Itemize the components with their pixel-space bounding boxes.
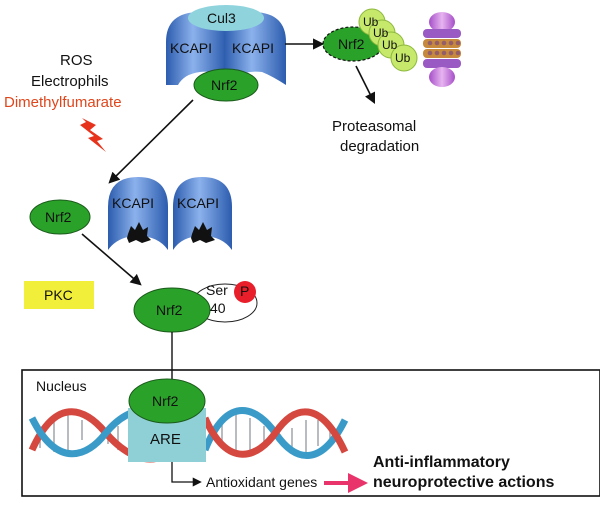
kcapi-released-right-shape: [173, 177, 232, 250]
ros-label: ROS: [60, 52, 93, 69]
arrow-to-degradation: [355, 65, 376, 105]
arrow-to-phosphorylation: [81, 233, 142, 286]
are-label: ARE: [150, 431, 181, 448]
cul3-cap: [188, 5, 264, 31]
modified-cysteine-right-icon: [191, 222, 215, 243]
ub-label-2: Ub: [373, 26, 389, 40]
pkc-box: [24, 281, 94, 309]
kcapi-right-shape: [224, 12, 286, 85]
cul3-label: Cul3: [207, 10, 236, 26]
phospho-circle: [234, 281, 256, 303]
proteasome-icon: [423, 12, 461, 87]
pkc-label: PKC: [44, 287, 73, 303]
kcapi-released-left-label: KCAPI: [112, 195, 155, 211]
modified-cysteine-left-icon: [127, 222, 151, 243]
nrf2-free-label: Nrf2: [45, 209, 72, 225]
nucleus-title: Nucleus: [36, 378, 87, 394]
degradation-label: degradation: [340, 138, 420, 155]
ub-circle-4: [390, 44, 418, 72]
stress-bolt-icon: [80, 118, 106, 152]
outcome-line2: neuroprotective actions: [373, 474, 555, 491]
nrf2-nuclear-label: Nrf2: [152, 393, 179, 409]
electrophiles-label: Electrophils: [31, 73, 109, 90]
dimethylfumarate-label: Dimethylfumarate: [4, 94, 122, 111]
ub-label-3: Ub: [382, 38, 398, 52]
ser-number-label: 40: [210, 300, 226, 316]
outcome-line1: Anti-inflammatory: [373, 454, 510, 471]
nrf2-complex-ellipse: [193, 68, 259, 102]
ub-label-4: Ub: [395, 51, 411, 65]
antioxidant-genes-label: Antioxidant genes: [206, 474, 318, 490]
kcapi-right-label: KCAPI: [232, 40, 275, 56]
nrf2-ub-label: Nrf2: [338, 36, 365, 52]
kcapi-left-label: KCAPI: [170, 40, 213, 56]
proteasomal-label: Proteasomal: [332, 118, 417, 135]
nucleus-box: [21, 369, 600, 497]
kcapi-released-left-shape: [108, 177, 168, 250]
arrow-to-genes: [171, 462, 202, 487]
kcapi-left-shape: [166, 12, 226, 85]
ub-label-1: Ub: [363, 15, 379, 29]
kcapi-released-right-label: KCAPI: [177, 195, 220, 211]
nrf2-complex-label: Nrf2: [211, 77, 238, 93]
phospho-label: P: [240, 283, 250, 299]
nrf2-nuclear-ellipse: [128, 378, 206, 424]
ser-label: Ser: [206, 282, 228, 298]
arrow-release: [108, 99, 194, 184]
nrf2-free-ellipse: [29, 199, 91, 235]
nrf2-phospho-label: Nrf2: [156, 302, 183, 318]
